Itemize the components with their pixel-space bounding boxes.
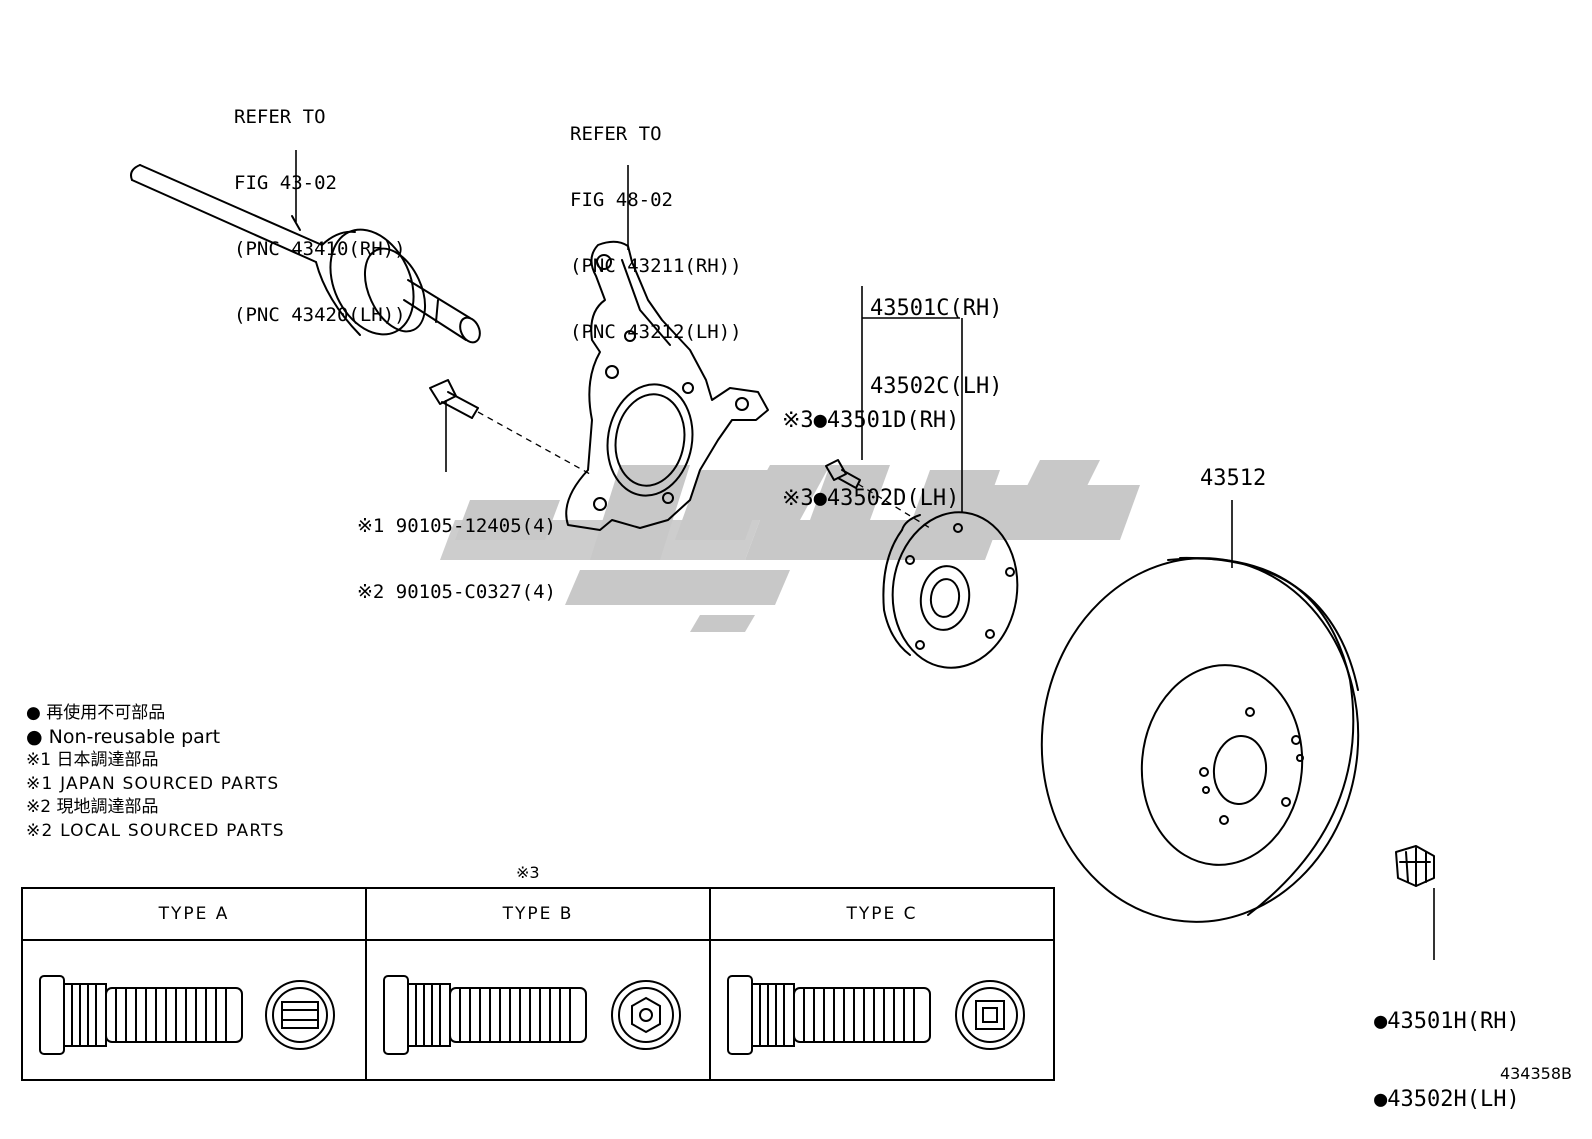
legend-item: ※2 現地調達部品 — [26, 797, 159, 817]
drive-shaft-drawing — [130, 164, 481, 344]
brake-disc-callout: 43512 — [1200, 466, 1267, 491]
types-note: ※3 — [516, 863, 540, 882]
legend: ● 再使用不可部品 ● Non-reusable part ※1 日本調達部品 … — [26, 702, 285, 843]
steering-knuckle-drawing — [565, 240, 769, 531]
legend-item: ● Non-reusable part — [26, 725, 221, 748]
legend-item: ● 再使用不可部品 — [26, 703, 166, 723]
type-c-stud — [727, 975, 1025, 1055]
legend-item: ※1 日本調達部品 — [26, 750, 159, 770]
hub-callout: 43501C(RH) 43502C(LH) — [870, 244, 1002, 426]
callout-line: 43501C(RH) — [870, 296, 1003, 321]
callout-line: (PNC 43420(LH)) — [234, 304, 406, 326]
callout-line: FIG 43-02 — [234, 172, 337, 194]
type-a-header: TYPE A — [158, 904, 230, 924]
type-b-header: TYPE B — [502, 904, 574, 924]
callout-line: REFER TO — [234, 106, 326, 128]
callout-line: 43502C(LH) — [870, 374, 1003, 399]
brake-disc-drawing — [1040, 556, 1360, 923]
hub-nut-callout: ●43501H(RH) ●43502H(LH) — [1374, 957, 1520, 1139]
callout-line: ●43502H(LH) — [1374, 1087, 1520, 1112]
callout-line: (PNC 43410(RH)) — [234, 238, 406, 260]
callout-line: FIG 48-02 — [570, 189, 673, 211]
hub-bolt-callout: ※3●43501D(RH) ※3●43502D(LH) — [782, 356, 959, 538]
hub-nut-drawing — [1395, 845, 1435, 887]
legend-item: ※1 JAPAN SOURCED PARTS — [26, 773, 280, 794]
callout-line: ※3●43502D(LH) — [782, 486, 960, 511]
callout-line: ※1 90105-12405(4) — [357, 515, 556, 537]
callout-line: ●43501H(RH) — [1374, 1009, 1520, 1034]
callout-line: REFER TO — [570, 123, 662, 145]
knuckle-bolt-drawing — [429, 379, 479, 419]
callout-line: ※3●43501D(RH) — [782, 408, 960, 433]
type-table — [21, 887, 1055, 1081]
knuckle-bolt-callout: ※1 90105-12405(4) ※2 90105-C0327(4) — [357, 471, 556, 625]
type-a-stud — [39, 975, 335, 1055]
callout-line: ※2 90105-C0327(4) — [357, 581, 556, 603]
legend-item: ※2 LOCAL SOURCED PARTS — [26, 820, 285, 841]
callout-line: (PNC 43211(RH)) — [570, 255, 742, 277]
parts-diagram — [21, 150, 1435, 1081]
knuckle-callout: REFER TO FIG 48-02 (PNC 43211(RH)) (PNC … — [570, 79, 742, 365]
hub-bearing-drawing — [882, 511, 1019, 669]
type-b-stud — [383, 975, 681, 1055]
figure-id: 434358B — [1499, 1064, 1572, 1083]
driveshaft-callout: REFER TO FIG 43-02 (PNC 43410(RH)) (PNC … — [234, 62, 406, 348]
callout-line: (PNC 43212(LH)) — [570, 321, 742, 343]
type-c-header: TYPE C — [846, 904, 918, 924]
